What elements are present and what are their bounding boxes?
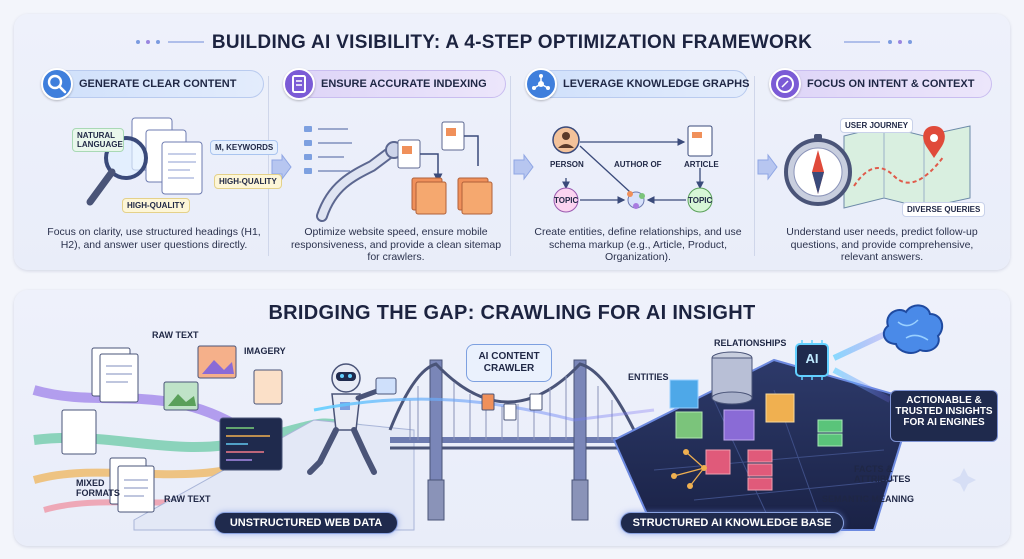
actionable-insights-label: ACTIONABLE & TRUSTED INSIGHTS FOR AI ENG… [890,390,998,442]
decorative-dots-left [136,40,204,44]
unstructured-web-data-pill: UNSTRUCTURED WEB DATA [214,512,398,534]
step-label: ENSURE ACCURATE INDEXING [321,78,487,90]
step-header: GENERATE CLEAR CONTENT [41,68,264,100]
step-divider [268,76,269,256]
step-knowledge-graphs: LEVERAGE KNOWLEDGE GRAPHS PERSON AUTHOR … [520,66,756,263]
label-raw-text-top: RAW TEXT [152,330,199,340]
documents-illustration [86,117,203,206]
node-article: ARTICLE [684,160,719,169]
step-header: FOCUS ON INTENT & CONTEXT [769,68,992,100]
step-arrow-icon [757,153,778,181]
framework-panel: BUILDING AI VISIBILITY: A 4-STEP OPTIMIZ… [14,14,1010,270]
label-raw-text-bottom: RAW TEXT [164,494,211,504]
tag-high-quality: HIGH-QUALITY [214,174,282,189]
tag-high-quality: HIGH-QUALITY [122,198,190,213]
node-topic: TOPIC [688,196,713,205]
label-facts-attributes: FACTS & ATTRIBUTES [854,464,911,484]
step-description: Optimize website speed, ensure mobile re… [290,226,502,263]
label-mixed-formats: MIXED FORMATS [76,478,120,498]
step-header: ENSURE ACCURATE INDEXING [283,68,506,100]
knowledge-graph-illustration [552,125,713,213]
step-description: Focus on clarity, use structured heading… [47,226,261,251]
network-icon [525,68,557,100]
compass-map-illustration [784,125,971,209]
step-intent-context: FOCUS ON INTENT & CONTEXT USER JOURNEY D… [764,66,1000,263]
step-header: LEVERAGE KNOWLEDGE GRAPHS [525,68,750,100]
ai-content-crawler-label: AI CONTENT CRAWLER [466,344,552,382]
tag-user-journey: USER JOURNEY [840,118,914,133]
label-entities: ENTITIES [628,372,669,382]
magnifier-icon [41,68,73,100]
structured-knowledge-base-pill: STRUCTURED AI KNOWLEDGE BASE [620,512,844,534]
bridge-title: BRIDGING THE GAP: CRAWLING FOR AI INSIGH… [268,302,756,324]
decorative-dots-right [844,40,912,44]
ai-chip-icon: AI [805,351,819,366]
step-divider [510,76,511,256]
label-relationships: RELATIONSHIPS [714,338,787,348]
node-person: PERSON [550,160,584,169]
framework-title: BUILDING AI VISIBILITY: A 4-STEP OPTIMIZ… [211,32,813,53]
step-ensure-indexing: ENSURE ACCURATE INDEXING Optimize websit… [278,66,514,263]
tag-diverse-queries: DIVERSE QUERIES [902,202,986,217]
tag-natural-language: NATURAL LANGUAGE [72,128,124,152]
node-topic: TOPIC [554,196,579,205]
step-description: Understand user needs, predict follow-up… [786,226,978,263]
step-label: LEVERAGE KNOWLEDGE GRAPHS [563,78,750,90]
step-description: Create entities, define relationships, a… [534,226,742,263]
robot-indexing-illustration [304,121,493,222]
step-label: FOCUS ON INTENT & CONTEXT [807,78,975,90]
step-divider [754,76,755,256]
step-generate-content: GENERATE CLEAR CONTENT NATURAL LANGUAGE … [36,66,282,262]
step-label: GENERATE CLEAR CONTENT [79,78,237,90]
label-semantic-meaning: SEMANTIC MEANING [822,494,914,504]
label-imagery: IMAGERY [244,346,286,356]
bridge-scene-illustration [32,304,976,531]
compass-icon [769,68,801,100]
document-icon [283,68,315,100]
node-author-of: AUTHOR OF [614,160,662,169]
bridge-panel: BRIDGING THE GAP: CRAWLING FOR AI INSIGH… [14,290,1010,546]
step-arrow-icon [513,153,534,181]
tag-keywords: M, KEYWORDS [210,140,279,155]
